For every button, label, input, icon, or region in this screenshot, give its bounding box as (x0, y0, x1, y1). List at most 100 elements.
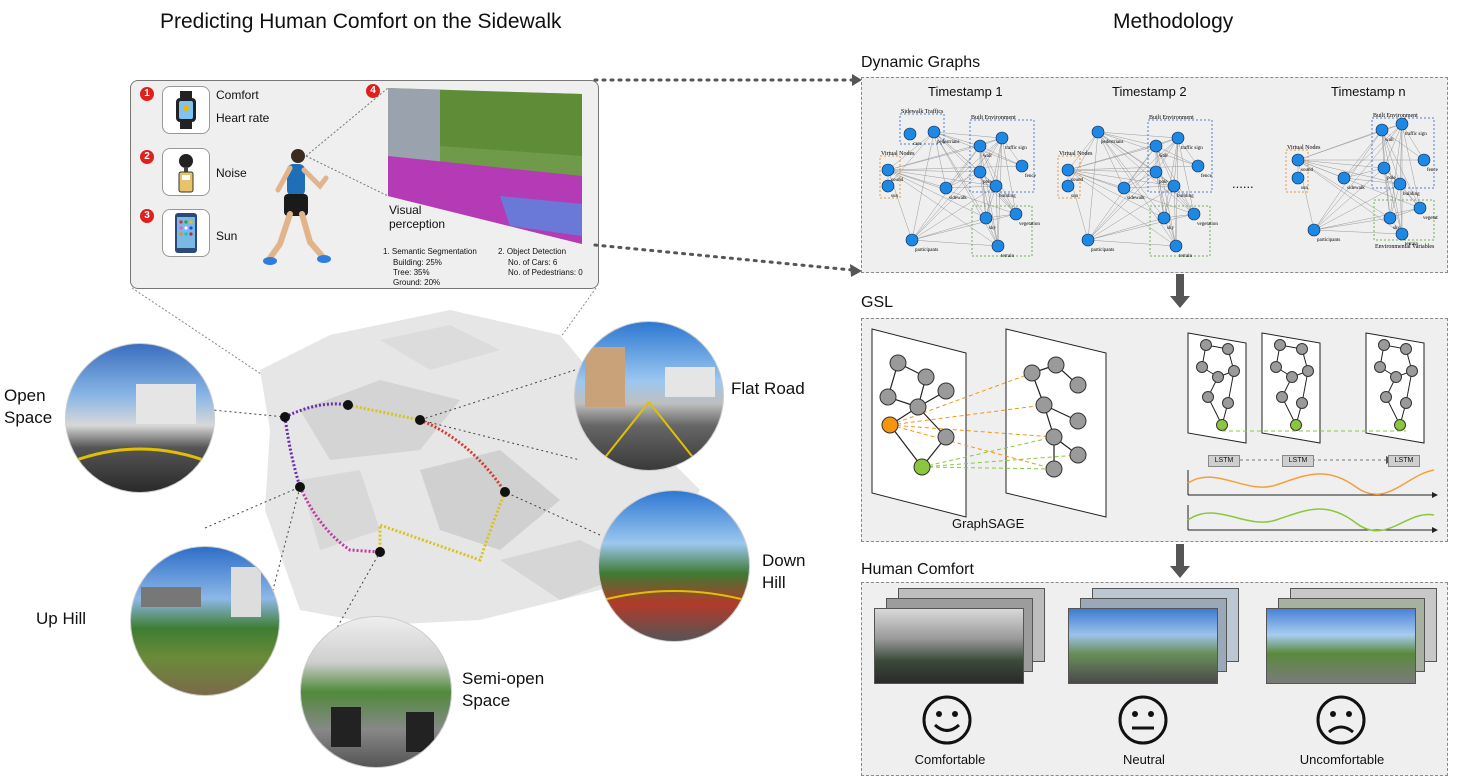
graph-node-label: pedestrians (1101, 140, 1124, 145)
graph-node-wall (1149, 139, 1163, 153)
seg-title: 1. Semantic Segmentation (383, 247, 477, 256)
seg-tree: Tree: 35% (393, 268, 430, 277)
graph-edge (887, 145, 981, 171)
mini-graph-node (1270, 361, 1282, 373)
graph-edge (1097, 131, 1177, 247)
flat-road-photo (574, 321, 724, 471)
graph-edge (1087, 171, 1157, 241)
mini-graph-node (1276, 391, 1288, 403)
left-title: Predicting Human Comfort on the Sidewalk (160, 10, 562, 33)
group-box (1373, 199, 1435, 241)
graph-node-label: participants (915, 248, 938, 253)
graph-node-label: sound (891, 178, 903, 183)
graph-edge (979, 145, 999, 247)
graph-edge (1155, 171, 1177, 247)
graph-node-label: vegetation (1019, 222, 1040, 227)
smiley-neutral-icon (1118, 695, 1168, 745)
graph-node-label: fence (1025, 174, 1037, 179)
gsl-diagram (871, 328, 1438, 533)
graph-edge (1067, 169, 1195, 215)
graph-edge (1177, 137, 1195, 215)
phone-icon (175, 213, 197, 253)
graph-node-label: sidewalk (1127, 196, 1145, 201)
graph-edge (1381, 129, 1391, 219)
group-label: Built Environment (971, 115, 1016, 121)
graph-node-label: building (1177, 194, 1194, 199)
graph-edge (1383, 167, 1391, 219)
graph-edge (1097, 131, 1175, 187)
graph-node-label: sidewalk (949, 196, 967, 201)
graph-node-pedestrians (1091, 125, 1105, 139)
mini-graph-node (1222, 343, 1234, 355)
graph-node-wall (1375, 123, 1389, 137)
graph-node-label: participants (1091, 248, 1114, 253)
graph-node-traffic_sign (995, 131, 1009, 145)
noise-label: Noise (216, 166, 247, 180)
graph-edge (1381, 129, 1421, 209)
graph-edge (945, 145, 981, 189)
graph-edge (1097, 131, 1125, 189)
graph-node-sun (1061, 179, 1075, 193)
comfortable-photo (874, 608, 1024, 684)
watch-label-comfort: Comfort (216, 88, 259, 102)
graph-node-building (1167, 179, 1181, 193)
graph-edge (1383, 123, 1403, 169)
graph-edge (1123, 185, 1175, 189)
graph-node-sky (979, 211, 993, 225)
visual-perception-label: Visual perception (389, 203, 446, 231)
graph-edge (1313, 123, 1403, 231)
mini-graph-node (1222, 397, 1234, 409)
graph-node-building (989, 179, 1003, 193)
graph-edge (933, 131, 981, 147)
graph-node-sun (1291, 171, 1305, 185)
graph-node-label: wall (1385, 138, 1394, 143)
graph-node-label: sun (891, 194, 898, 199)
graph-node-label: terrain (1001, 254, 1015, 258)
graph-node-sky (1383, 211, 1397, 225)
mini-graph-node (1274, 339, 1286, 351)
lstm-box-2: LSTM (1282, 455, 1314, 467)
timestamp-ellipsis: ...... (1232, 176, 1254, 191)
graph-edge (887, 169, 1017, 215)
graph-edge (1087, 137, 1179, 241)
graph-node-sun (881, 179, 895, 193)
mini-graph-node (1196, 361, 1208, 373)
graph-edge (1067, 169, 1175, 187)
mini-graph-node (1296, 343, 1308, 355)
watch-device-box (162, 86, 210, 134)
graph-node-pole (973, 165, 987, 179)
open-space-label: Open Space (4, 386, 53, 427)
mini-graph-node (1228, 365, 1240, 377)
graph-node-label: pole (1159, 180, 1168, 185)
graph-node-building (1393, 177, 1407, 191)
graph-edge (1297, 159, 1315, 231)
mini-graph-node (1200, 339, 1212, 351)
graph-node-label: wall (983, 154, 992, 159)
graph-edge (1155, 137, 1179, 173)
graph-edge (1173, 185, 1177, 247)
graph-node-pole (1149, 165, 1163, 179)
graph-edge (887, 169, 947, 189)
graph-edge (887, 131, 935, 171)
arrow-down-1 (1170, 274, 1190, 308)
mini-graph-node (1212, 371, 1224, 383)
watch-label-heartrate: Heart rate (216, 111, 270, 125)
group-label: Virtual Nodes (1287, 145, 1321, 151)
group-box (1149, 205, 1211, 257)
sun-device-box (162, 209, 210, 257)
badge-2: 2 (140, 150, 154, 164)
graph-edge (1313, 207, 1421, 231)
graph-node-label: building (999, 194, 1016, 199)
graph-edge (1297, 159, 1391, 219)
graph-node-sound (1061, 163, 1075, 177)
graph-node-traffic_sign (1171, 131, 1185, 145)
graph-edge (1097, 131, 1157, 147)
graph-node-cars (903, 127, 917, 141)
graph-edge (933, 131, 999, 247)
smiley-sad-icon (1316, 695, 1366, 745)
mini-graph-node (1374, 361, 1386, 373)
graph-edge (979, 145, 1023, 167)
graph-node-sidewalk (939, 181, 953, 195)
